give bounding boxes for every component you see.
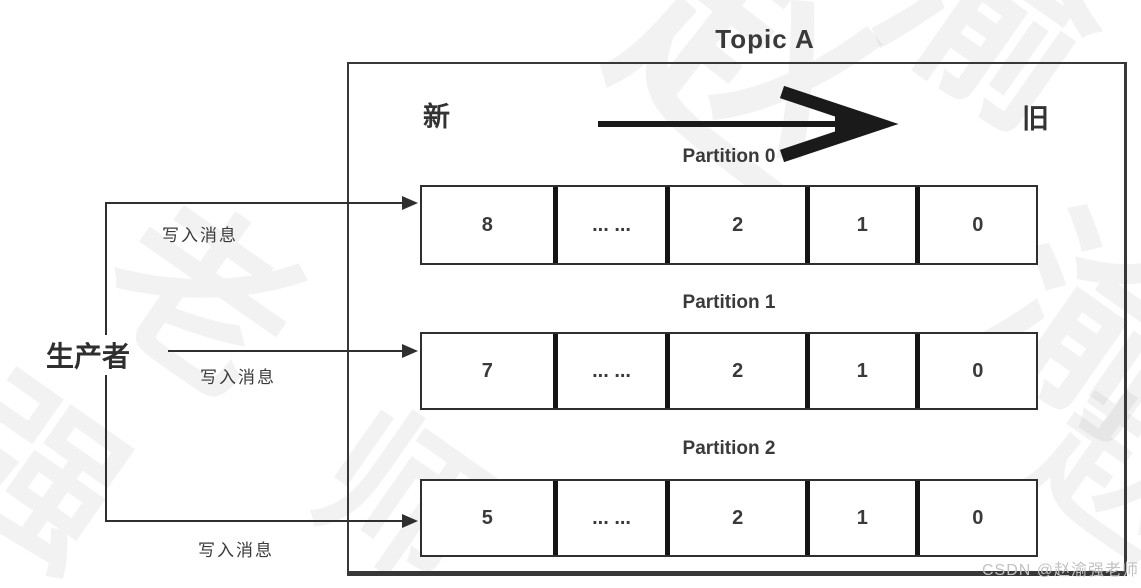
- partition-1-cell: 7: [481, 359, 493, 382]
- partition-1-cell: 2: [665, 334, 805, 408]
- partition-2-cell: ... ...: [552, 481, 666, 555]
- csdn-credit-watermark: CSDN @赵渝强老师: [981, 562, 1139, 579]
- partition-0-cell: 1: [804, 187, 915, 263]
- partition-2-cell: 2: [665, 481, 805, 555]
- partition-0-cell: 2: [665, 187, 805, 263]
- watermark-char: 强: [0, 348, 160, 588]
- topic-title: Topic A: [715, 24, 815, 54]
- write-message-label: 写入消息: [162, 226, 238, 245]
- old-label: 旧: [1022, 104, 1049, 134]
- partition-1-cell: 1: [804, 334, 915, 408]
- partition-2-label: Partition 2: [682, 438, 776, 459]
- partition-1-row: 7 ... ... 2 1 0: [420, 332, 1038, 410]
- partition-0-cell: 8: [481, 213, 493, 236]
- partition-2-row: 5 ... ... 2 1 0: [420, 479, 1038, 557]
- topic-box: [347, 62, 1127, 576]
- partition-1-label: Partition 1: [682, 292, 776, 313]
- partition-1-cell: 0: [914, 334, 1036, 408]
- partition-1-cell: ... ...: [552, 334, 666, 408]
- write-message-label: 写入消息: [198, 541, 274, 560]
- partition-2-cell: 1: [804, 481, 915, 555]
- partition-2-cell: 5: [481, 506, 493, 529]
- partition-0-cell: 0: [914, 187, 1036, 263]
- partition-0-label: Partition 0: [682, 146, 776, 167]
- partition-0-cell: ... ...: [552, 187, 666, 263]
- new-label: 新: [423, 102, 450, 132]
- write-message-label: 写入消息: [200, 368, 276, 387]
- partition-2-cell: 0: [914, 481, 1036, 555]
- producer-label: 生产者: [42, 335, 135, 375]
- partition-0-row: 8 ... ... 2 1 0: [420, 185, 1038, 265]
